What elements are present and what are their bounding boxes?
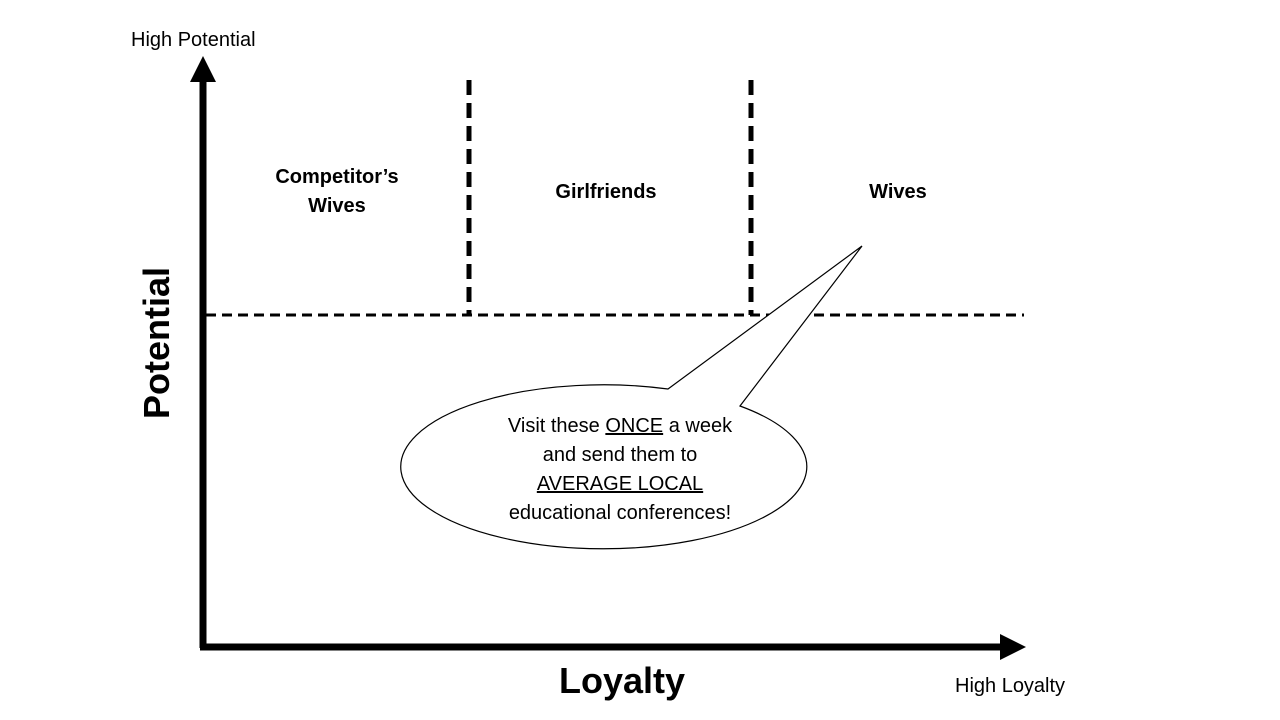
callout-line-3: AVERAGE LOCAL: [440, 470, 800, 499]
callout-once-emphasis: ONCE: [605, 415, 664, 437]
segment-competitors-wives-line1: Competitor’s: [275, 166, 399, 188]
segment-wives: Wives: [869, 181, 927, 203]
callout-bubble: [400, 245, 863, 550]
callout-average-local-emphasis: AVERAGE LOCAL: [536, 473, 704, 495]
callout-text: Visit these ONCE a week and send them to…: [440, 412, 800, 528]
segment-competitors-wives: Competitor’s Wives: [237, 163, 437, 221]
y-axis-arrowhead: [190, 56, 216, 82]
x-axis-title: Loyalty: [559, 660, 686, 701]
high-loyalty-label: High Loyalty: [955, 675, 1066, 697]
x-axis-arrowhead: [1000, 634, 1026, 660]
callout-line-2: and send them to: [542, 444, 698, 466]
callout-line-1: Visit these ONCE a week: [507, 415, 733, 437]
y-axis-title: Potential: [136, 266, 177, 420]
segment-girlfriends: Girlfriends: [555, 181, 657, 203]
segment-competitors-wives-line2: Wives: [308, 195, 366, 217]
callout-line-4: educational conferences!: [508, 502, 732, 524]
high-potential-label: High Potential: [131, 29, 256, 51]
